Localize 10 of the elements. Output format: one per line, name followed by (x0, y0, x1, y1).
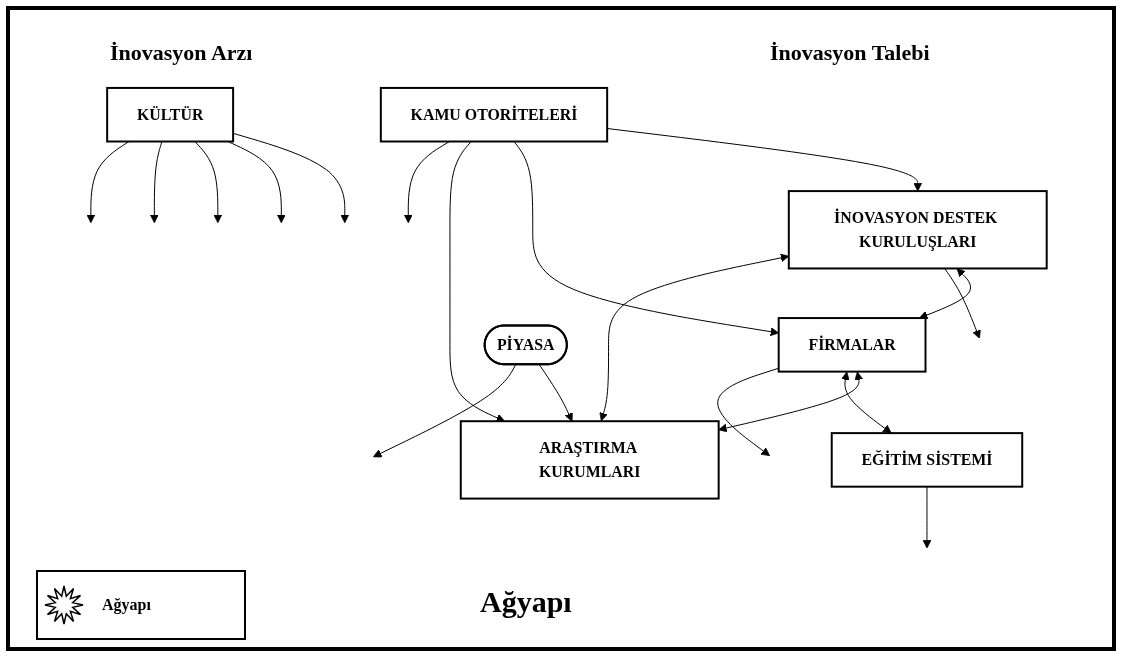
node-box: KAMU OTORİTELERİ (379, 86, 608, 143)
node-box: İNOVASYON DESTEK KURULUŞLARI (787, 190, 1048, 270)
legend-label: Ağyapı (102, 596, 151, 614)
node-box: ARAŞTIRMA KURUMLARI (459, 420, 720, 500)
heading: İnovasyon Talebi (770, 40, 930, 66)
node-box: EĞİTİM SİSTEMİ (830, 432, 1023, 488)
node-box: FİRMALAR (777, 317, 927, 373)
heading: İnovasyon Arzı (110, 40, 253, 66)
center-label: Ağyapı (480, 585, 572, 619)
node-box: KÜLTÜR (105, 86, 234, 143)
